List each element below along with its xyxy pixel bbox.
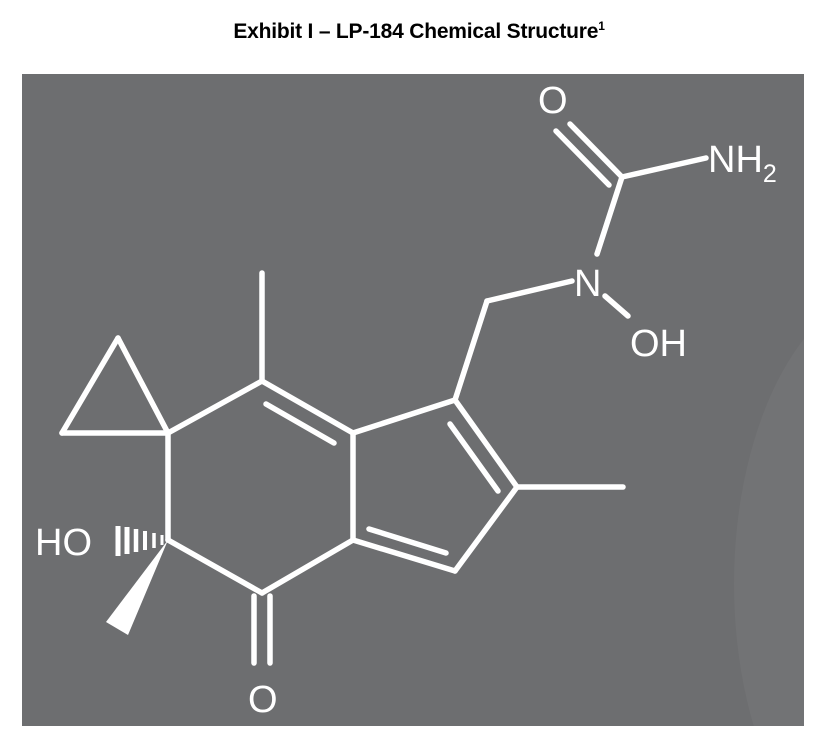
six-membered-ring [165, 378, 356, 596]
hashed-wedge-bond [115, 526, 164, 556]
ketone-double-bond [251, 593, 273, 666]
footnote-marker: 1 [598, 19, 605, 33]
atom-label-oxygen-carbonyl: O [538, 80, 568, 122]
atom-label-hydroxyl-n: OH [630, 323, 687, 365]
cyclopropane-ring [59, 335, 171, 436]
figure-title: Exhibit I – LP-184 Chemical Structure1 [0, 20, 838, 44]
five-membered-ring [350, 397, 520, 574]
side-chain-bonds [452, 121, 709, 403]
amine-text: NH [708, 139, 763, 181]
atom-label-nitrogen: N [574, 263, 601, 305]
atom-label-hydroxyl-c: HO [35, 522, 92, 564]
atom-label-ketone-oxygen: O [248, 679, 278, 721]
solid-wedge-bond [106, 540, 168, 635]
amine-subscript: 2 [763, 160, 777, 188]
figure-title-text: Exhibit I – LP-184 Chemical Structure [233, 20, 599, 43]
atom-label-amine: NH2 [708, 139, 777, 188]
chemical-structure-diagram: O NH2 N OH HO O [35, 80, 777, 721]
structure-panel: O NH2 N OH HO O [22, 74, 804, 726]
